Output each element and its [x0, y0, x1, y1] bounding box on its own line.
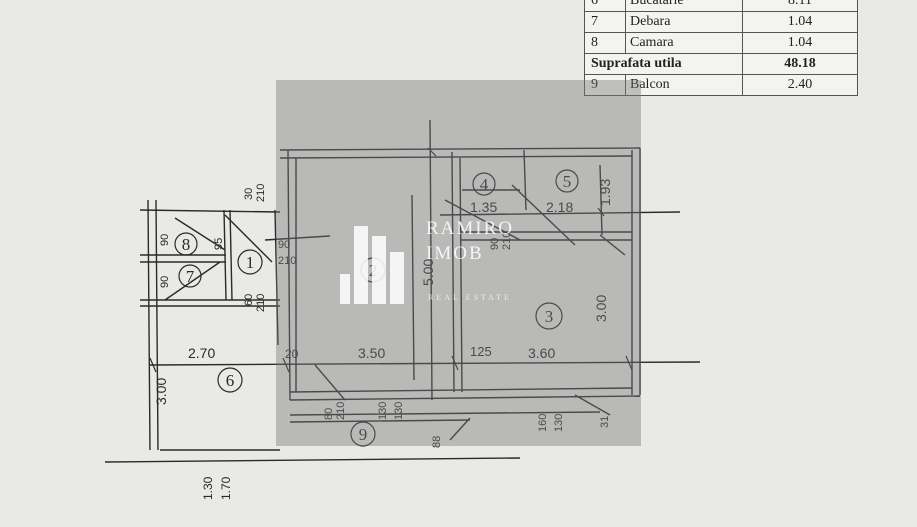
dimension-label: 125 — [470, 344, 492, 359]
agency-watermark: RAMIRO IMOB REAL ESTATE — [276, 80, 641, 446]
room-marker: 7 — [186, 267, 195, 286]
dimension-label: 1.30 — [201, 476, 215, 500]
dimension-labels: 2.70 20 3.50 125 3.60 1.35 2.18 3.00 5.0… — [153, 179, 613, 500]
dimension-label: 90 — [159, 276, 171, 288]
building-logo-icon — [340, 226, 404, 304]
dimension-label: 30 — [243, 188, 255, 200]
watermark-subtitle: IMOB — [426, 243, 484, 264]
room-marker: 4 — [480, 175, 489, 194]
dimension-label: 160 — [537, 414, 549, 432]
table-row: 6 Bucatarie 8.11 — [584, 0, 858, 12]
dimension-label: 210 — [255, 184, 267, 202]
dimension-label: 130 — [553, 414, 565, 432]
table-total-row: Suprafata utila 48.18 — [584, 53, 858, 75]
dimension-label: 3.00 — [153, 378, 169, 405]
dimension-label: 88 — [431, 436, 443, 448]
room-marker: 3 — [545, 307, 554, 326]
room-marker: 8 — [182, 235, 191, 254]
watermark-tagline: REAL ESTATE — [428, 293, 512, 302]
table-row: 9 Balcon 2.40 — [584, 74, 858, 96]
dimension-label: 5.00 — [420, 259, 436, 286]
dimension-label: 210 — [501, 232, 513, 250]
watermark-brand: RAMIRO — [426, 218, 515, 239]
room-marker: 5 — [563, 172, 572, 191]
dimension-label: 90 — [159, 234, 171, 246]
room-marker: 6 — [226, 371, 235, 390]
dimension-label: 95 — [213, 238, 225, 250]
dimension-label: 2.70 — [188, 345, 215, 361]
dimension-label: 1.70 — [219, 476, 233, 500]
row-number: 9 — [584, 74, 626, 96]
dimension-label: 31 — [599, 416, 611, 428]
dimension-label: 210 — [278, 255, 296, 267]
dimension-label: 90 — [489, 238, 501, 250]
dimension-label: 80 — [323, 408, 335, 420]
dimension-label: 1.93 — [597, 179, 613, 206]
dimension-label: 60 — [243, 294, 255, 306]
dimension-label: 1.35 — [470, 199, 497, 215]
dimension-label: 3.60 — [528, 345, 555, 361]
room-area: 1.04 — [742, 11, 858, 33]
dimension-ticks — [149, 147, 633, 373]
dimension-label: 130 — [377, 402, 389, 420]
plan-lines — [104, 119, 701, 463]
room-marker: 1 — [246, 253, 255, 272]
dimension-label: 210 — [255, 294, 267, 312]
dimension-label: 130 — [393, 402, 405, 420]
dimension-label: 20 — [285, 347, 299, 361]
room-area: 2.40 — [742, 74, 858, 96]
dimension-label: 90 — [278, 239, 290, 251]
dimension-label: 3.00 — [593, 295, 609, 322]
dimension-label: 2.18 — [546, 199, 573, 215]
dimension-label: 210 — [335, 402, 347, 420]
room-marker: 9 — [359, 425, 368, 444]
table-row: 7 Debara 1.04 — [584, 11, 858, 33]
dimension-label: 3.50 — [358, 345, 385, 361]
area-table: 6 Bucatarie 8.11 7 Debara 1.04 8 Camara … — [584, 0, 858, 96]
